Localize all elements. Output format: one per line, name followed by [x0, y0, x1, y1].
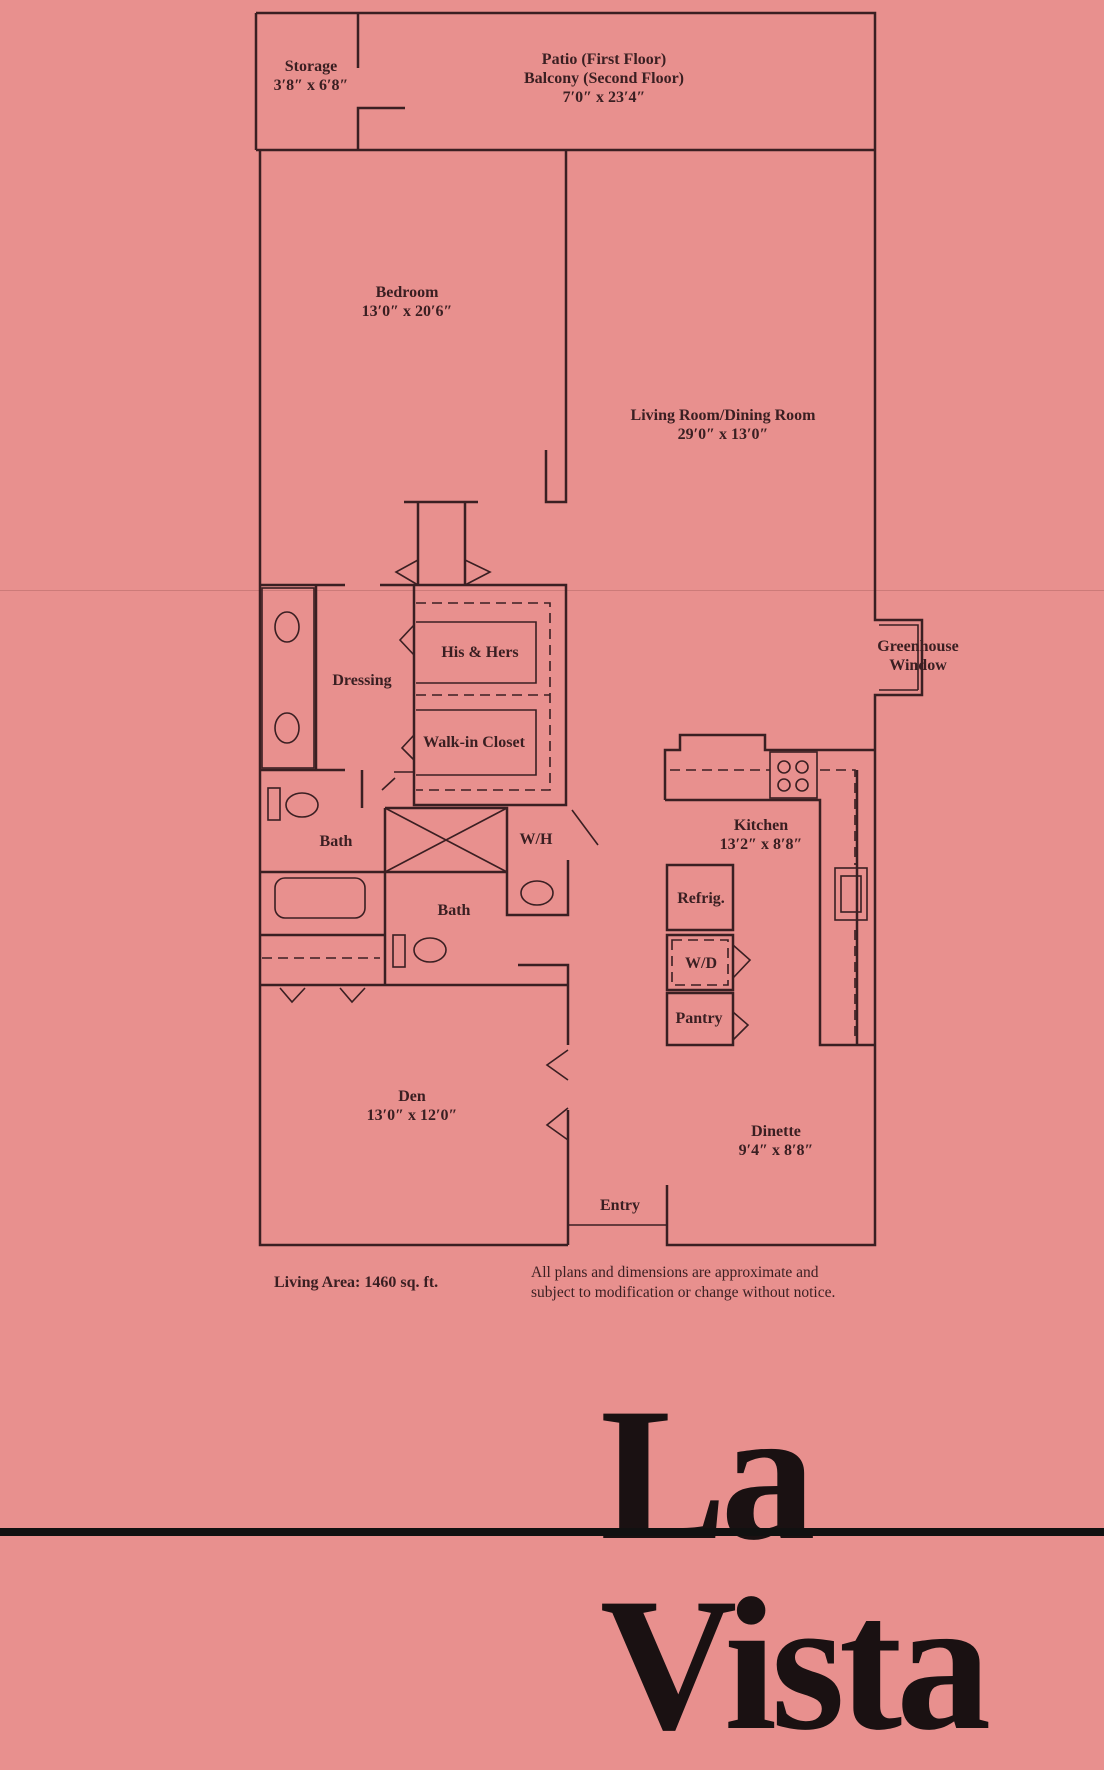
- floor-plan: [254, 11, 924, 1247]
- room-label-living: Living Room/Dining Room 29′0″ x 13′0″: [631, 406, 816, 444]
- room-label-wd: W/D: [685, 955, 717, 972]
- room-label-greenhouse: Greenhouse Window: [877, 637, 958, 675]
- room-label-patio: Patio (First Floor) Balcony (Second Floo…: [524, 50, 684, 107]
- room-label-wh: W/H: [519, 831, 553, 848]
- greenhouse-window: [879, 624, 919, 691]
- room-name: Balcony (Second Floor): [524, 70, 684, 87]
- room-label-refrig: Refrig.: [677, 890, 725, 907]
- storage-wall: [356, 13, 405, 150]
- disclaimer-line: subject to modification or change withou…: [531, 1284, 836, 1301]
- room-name: Kitchen: [733, 817, 789, 834]
- room-size: 9′4″ x 8′8″: [738, 1142, 814, 1159]
- washer-dryer: [665, 933, 735, 992]
- disclaimer: All plans and dimensions are approximate…: [531, 1263, 835, 1303]
- bifold-doors: [732, 944, 752, 1041]
- room-size: 7′0″ x 23′4″: [562, 89, 646, 106]
- burner: [777, 778, 791, 792]
- room-label-bedroom: Bedroom 13′0″ x 20′6″: [362, 283, 453, 321]
- paper-fold: [0, 590, 1104, 591]
- room-label-storage: Storage 3′8″ x 6′8″: [274, 57, 349, 95]
- burner: [795, 760, 809, 774]
- door: [381, 771, 599, 846]
- burner: [795, 778, 809, 792]
- room-name: Living Room/Dining Room: [630, 407, 816, 424]
- kitchen-sink-basin: [840, 875, 862, 913]
- sink: [274, 712, 300, 744]
- toilet: [285, 792, 319, 818]
- room-label-dressing: Dressing: [332, 672, 392, 689]
- closet-doors: [398, 624, 415, 761]
- room-name: Bedroom: [375, 284, 439, 301]
- room-size: 13′2″ x 8′8″: [719, 836, 803, 853]
- bedroom-wall: [544, 150, 568, 504]
- closet-doors: [279, 987, 366, 1004]
- toilet: [413, 937, 447, 963]
- bath-wall: [260, 806, 570, 985]
- room-label-den: Den 13′0″ x 12′0″: [367, 1087, 458, 1125]
- dressing-wall: [260, 583, 568, 808]
- kitchen-sink: [834, 867, 868, 921]
- sink: [520, 880, 554, 906]
- room-label-bath: Bath: [437, 902, 471, 919]
- room-name: Greenhouse: [877, 638, 959, 655]
- toilet-tank: [267, 787, 281, 821]
- shower: [384, 807, 508, 873]
- sink: [274, 611, 300, 643]
- tub: [274, 877, 366, 919]
- room-label-bath: Bath: [319, 833, 353, 850]
- toilet-tank: [392, 934, 406, 968]
- room-name: Den: [398, 1088, 426, 1105]
- pantry: [665, 991, 735, 1047]
- closet-rod: [416, 621, 537, 776]
- bottom-bar: [0, 1528, 1104, 1536]
- disclaimer-line: All plans and dimensions are approximate…: [531, 1264, 819, 1281]
- room-name: Patio (First Floor): [541, 51, 667, 68]
- refrigerator: [665, 863, 735, 932]
- closet-shelf: [416, 602, 551, 791]
- cooktop: [769, 751, 818, 799]
- living-area: Living Area: 1460 sq. ft.: [274, 1274, 439, 1291]
- vanity: [261, 587, 315, 769]
- room-size: 13′0″ x 12′0″: [366, 1107, 458, 1124]
- room-size: 3′8″ x 6′8″: [273, 77, 349, 94]
- room-label-kitchen: Kitchen 13′2″ x 8′8″: [720, 816, 803, 854]
- room-label-walk-in: Walk-in Closet: [423, 734, 525, 751]
- room-name: Storage: [284, 58, 338, 75]
- washer-dryer-inner: [671, 939, 729, 986]
- room-size: 13′0″ x 20′6″: [361, 303, 453, 320]
- den-wall: [260, 963, 570, 1245]
- room-name: Window: [889, 657, 947, 674]
- room-name: Dinette: [751, 1123, 801, 1140]
- kitchen-counter: [663, 733, 875, 1047]
- room-label-entry: Entry: [600, 1197, 640, 1214]
- room-size: 29′0″ x 13′0″: [677, 426, 769, 443]
- brand-logo: La Vista: [600, 1370, 991, 1770]
- room-label-dinette: Dinette 9′4″ x 8′8″: [739, 1122, 814, 1160]
- room-label-his-hers: His & Hers: [441, 644, 519, 661]
- burner: [777, 760, 791, 774]
- chimney: [404, 500, 478, 585]
- fireplace-door: [394, 559, 492, 586]
- den-doors: [545, 1049, 569, 1141]
- room-label-pantry: Pantry: [675, 1010, 723, 1027]
- outer-wall: [254, 11, 924, 1247]
- counter-edge: [670, 769, 856, 1040]
